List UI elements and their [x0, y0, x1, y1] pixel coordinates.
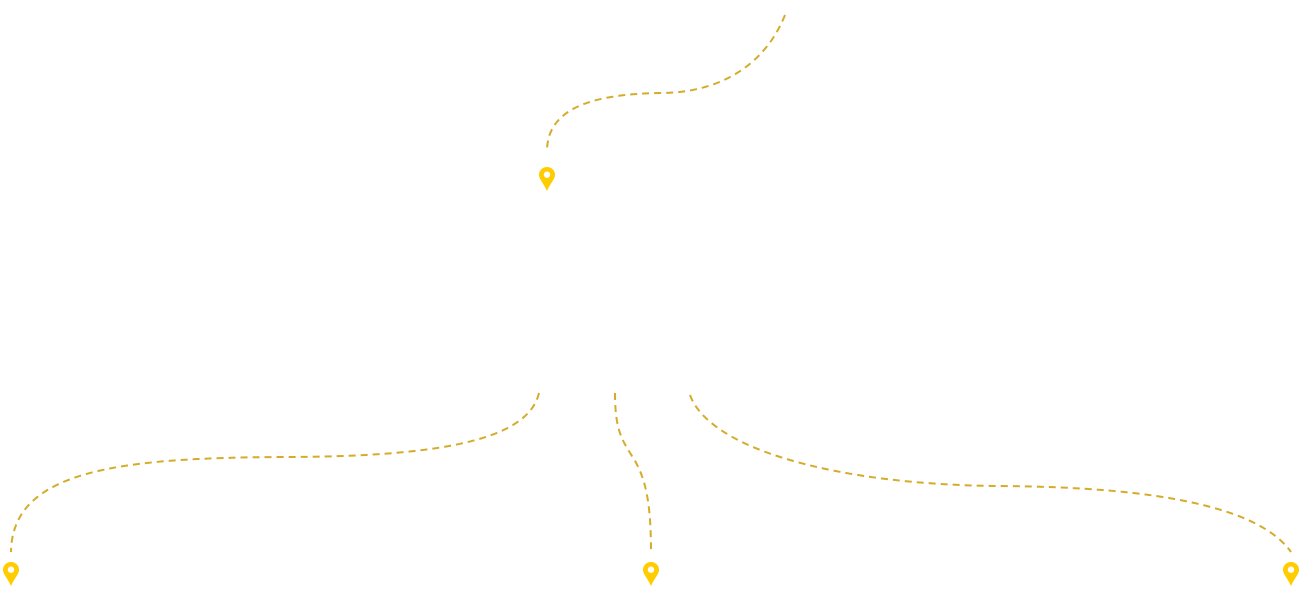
connector-left-branch [10, 392, 540, 553]
connector-top-branch [546, 14, 786, 151]
location-pin-icon [1283, 562, 1299, 586]
connector-center-branch [614, 392, 652, 553]
location-pin-icon [643, 562, 659, 586]
location-pin-icon [3, 562, 19, 586]
connector-right-branch [689, 394, 1292, 553]
location-pin-icon [539, 167, 555, 191]
